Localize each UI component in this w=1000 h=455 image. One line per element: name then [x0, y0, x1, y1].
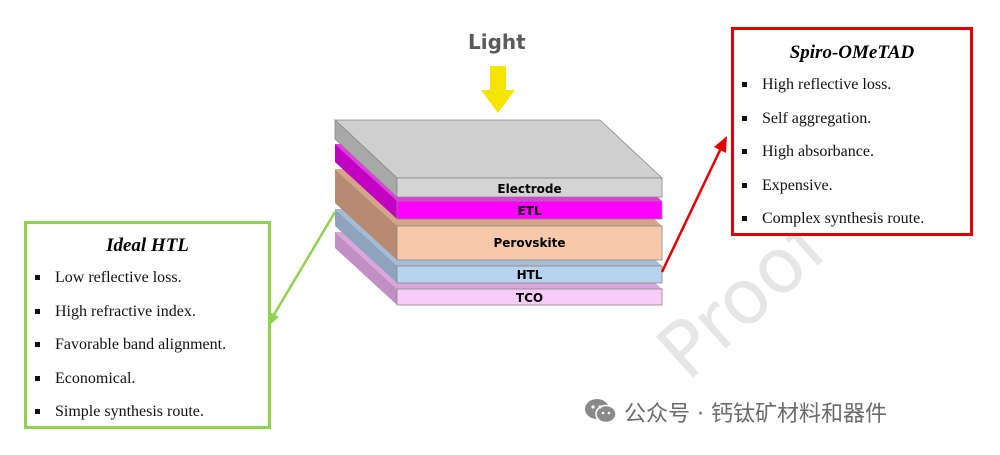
spiro-connector — [660, 136, 727, 273]
layer-label-electrode: Electrode — [497, 182, 561, 196]
bullet-icon — [742, 182, 747, 188]
watermark-text: 公众号 · 钙钛矿材料和器件 — [624, 402, 887, 427]
light-label: Light — [468, 30, 526, 54]
list-item: High reflective loss. — [742, 68, 970, 102]
spiro-ometad-box: Spiro-OMeTAD High reflective loss. Self … — [731, 27, 973, 236]
bullet-icon — [35, 375, 40, 381]
list-item: Self aggregation. — [742, 102, 970, 136]
list-item: Economical. — [35, 362, 268, 396]
spiro-ometad-title: Spiro-OMeTAD — [789, 42, 915, 63]
bullet-icon — [35, 342, 40, 347]
bullet-icon — [35, 409, 40, 414]
wechat-icon — [585, 399, 617, 424]
spiro-ometad-list: High reflective loss. Self aggregation. … — [734, 68, 970, 236]
ideal-htl-connector — [266, 211, 337, 328]
bullet-icon — [35, 275, 40, 280]
layer-label-perovskite: Perovskite — [493, 236, 565, 250]
list-item: Expensive. — [742, 169, 970, 203]
bullet-icon — [35, 308, 40, 314]
layer-label-tco: TCO — [516, 291, 543, 305]
layer-label-htl: HTL — [517, 268, 543, 282]
bullet-icon — [742, 216, 747, 221]
bullet-icon — [742, 115, 747, 121]
bullet-icon — [742, 149, 747, 154]
ideal-htl-box: Ideal HTL Low reflective loss. High refr… — [24, 221, 271, 429]
light-arrow-icon — [481, 66, 515, 113]
bullet-icon — [742, 82, 747, 87]
list-item: High refractive index. — [35, 295, 268, 329]
list-item: High absorbance. — [742, 135, 970, 169]
list-item: Simple synthesis route. — [35, 395, 268, 429]
layer-label-etl: ETL — [517, 204, 541, 218]
ideal-htl-list: Low reflective loss. High refractive ind… — [27, 261, 268, 429]
list-item: Favorable band alignment. — [35, 328, 268, 362]
ideal-htl-title: Ideal HTL — [106, 235, 189, 256]
layer-electrode: Electrode — [333, 119, 664, 198]
list-item: Complex synthesis route. — [742, 202, 970, 236]
list-item: Low reflective loss. — [35, 261, 268, 295]
